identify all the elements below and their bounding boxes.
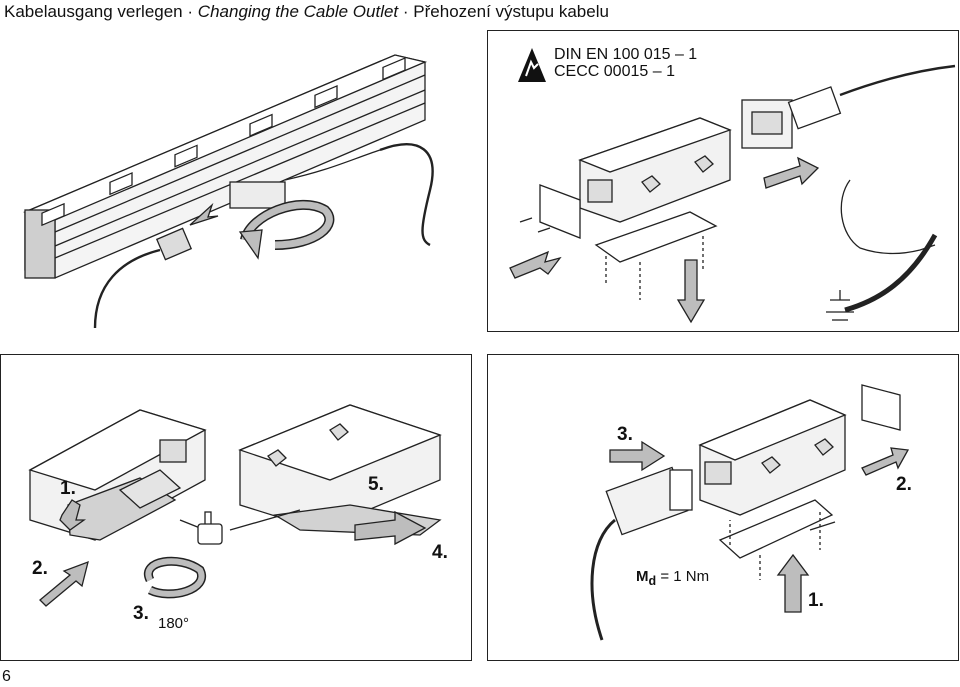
cable-exchange-panel (0, 354, 472, 661)
torque-subscript: d (648, 574, 657, 588)
torque-symbol: M (636, 568, 649, 585)
step-label-2: 2. (32, 558, 48, 579)
linear-encoder-illustration (23, 54, 434, 329)
standard-din: DIN EN 100 015 – 1 (554, 46, 698, 63)
hand-pointer-icon (197, 511, 223, 545)
esd-standards: DIN EN 100 015 – 1 CECC 00015 – 1 (554, 46, 697, 80)
step-label-1: 1. (60, 478, 76, 499)
title-english: Changing the Cable Outlet (197, 2, 399, 21)
assembly-illustration (590, 384, 910, 641)
esd-warning-icon (518, 48, 546, 82)
step-label-3: 3. (617, 424, 633, 445)
step-label-1: 1. (808, 590, 824, 611)
title-czech: Přehození výstupu kabelu (413, 2, 609, 21)
title-separator: · (402, 2, 409, 21)
step-label-5: 5. (368, 474, 384, 495)
torque-value: = 1 Nm (660, 568, 710, 585)
torque-spec: Md = 1 Nm (636, 568, 709, 588)
title-german: Kabelausgang verlegen (4, 2, 183, 21)
title-separator: · (187, 2, 194, 21)
connector-housing-exploded-view (509, 64, 956, 324)
page-number: 6 (2, 668, 11, 685)
step-label-4: 4. (432, 542, 448, 563)
step-label-2: 2. (896, 474, 912, 495)
standard-cecc: CECC 00015 – 1 (554, 63, 675, 80)
cable-exchange-illustration (28, 404, 442, 607)
step-label-3: 3. (133, 603, 149, 624)
rotation-angle: 180° (158, 615, 190, 632)
page-title: Kabelausgang verlegen · Changing the Cab… (4, 2, 609, 22)
